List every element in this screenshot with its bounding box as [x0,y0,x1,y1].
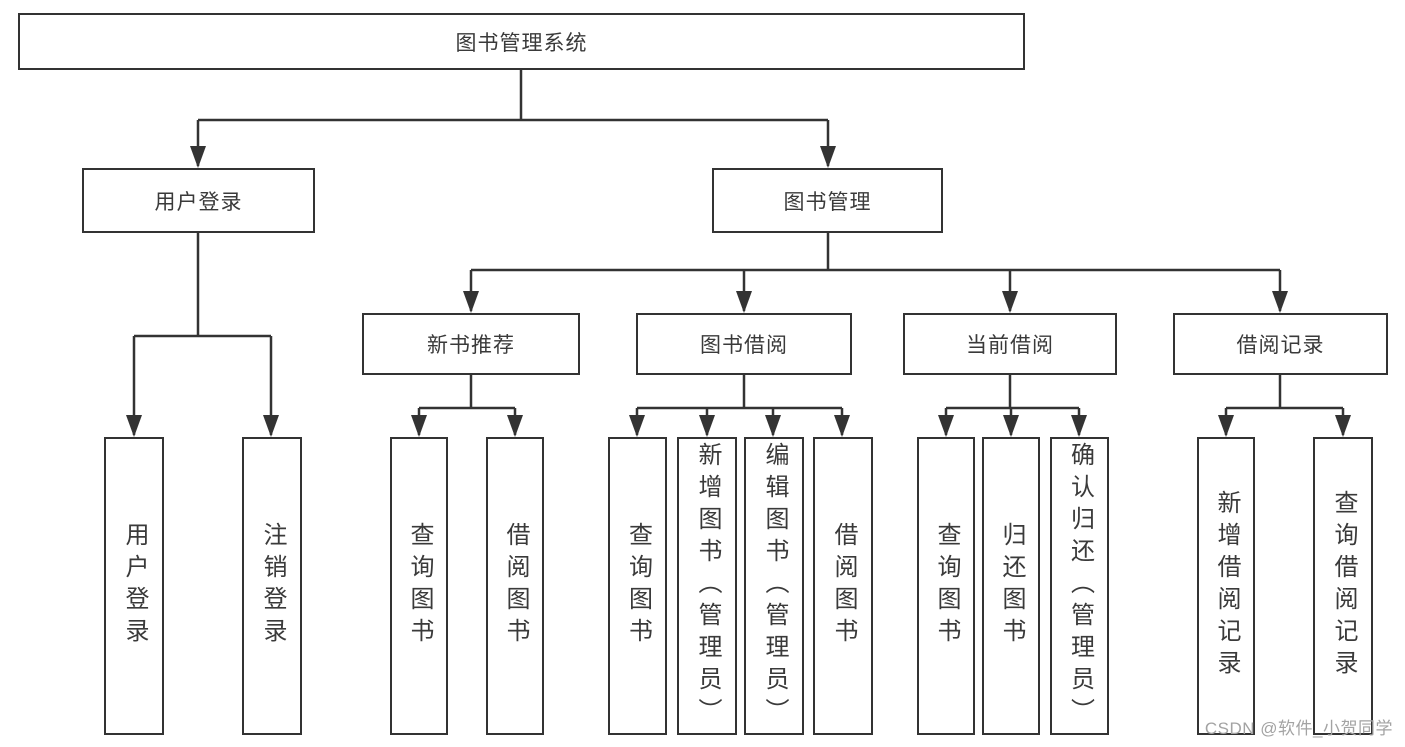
leaf-query-books-borrow: 查询图书 [608,437,667,735]
arrowheads [126,146,1351,437]
node-user-login: 用户登录 [82,168,315,233]
leaf-borrow-books: 借阅图书 [813,437,873,735]
node-book-borrow: 图书借阅 [636,313,852,375]
leaf-add-book-admin: 新增图书（管理员） [677,437,737,735]
node-borrow-records: 借阅记录 [1173,313,1388,375]
node-book-management: 图书管理 [712,168,943,233]
csdn-watermark: CSDN @软件_小贺同学 [1204,719,1393,738]
node-root-system: 图书管理系统 [18,13,1025,70]
node-current-borrow: 当前借阅 [903,313,1117,375]
leaf-edit-book-admin: 编辑图书（管理员） [744,437,804,735]
leaf-query-books-current: 查询图书 [917,437,975,735]
leaf-add-borrow-record: 新增借阅记录 [1197,437,1255,735]
leaf-user-login: 用户登录 [104,437,164,735]
leaf-return-books: 归还图书 [982,437,1040,735]
node-new-book-recommend: 新书推荐 [362,313,580,375]
leaf-borrow-books-recommend: 借阅图书 [486,437,544,735]
leaf-query-books-recommend: 查询图书 [390,437,448,735]
leaf-logout: 注销登录 [242,437,302,735]
leaf-query-borrow-record: 查询借阅记录 [1313,437,1373,735]
leaf-confirm-return-admin: 确认归还（管理员） [1050,437,1109,735]
